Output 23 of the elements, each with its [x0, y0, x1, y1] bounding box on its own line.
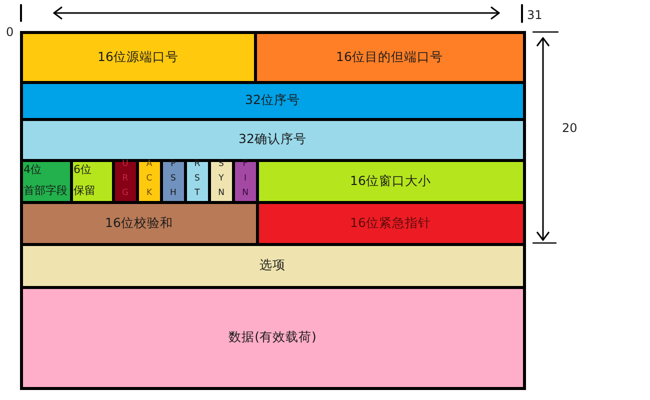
field-label: 数据(有效载荷)	[228, 330, 316, 345]
field-label: 保留	[74, 184, 96, 198]
field-label: 16位紧急指针	[350, 216, 431, 230]
field-label: 16位校验和	[105, 216, 173, 230]
flag-label: FIN	[240, 159, 250, 203]
flag-label: PSH	[168, 159, 178, 203]
field-label: 16位源端口号	[98, 50, 178, 64]
field-label: 选项	[260, 258, 286, 273]
field-label: 首部字段	[24, 184, 68, 198]
header-field	[20, 30, 256, 84]
field-label: 6位	[74, 164, 92, 176]
field-label: 16位窗口大小	[350, 174, 431, 188]
dimension-label: 0	[6, 26, 14, 38]
flag-label: URG	[120, 159, 130, 203]
field-label: 32确认序号	[238, 132, 306, 147]
flag-label: RST	[192, 159, 202, 203]
field-label: 4位	[24, 164, 42, 176]
flag-label: SYN	[216, 159, 226, 203]
flag-label: ACK	[144, 159, 154, 203]
field-label: 16位目的但端口号	[336, 50, 443, 64]
field-label: 32位序号	[245, 93, 300, 108]
dimension-label: 31	[527, 9, 542, 21]
dimension-label: 20	[562, 122, 578, 134]
